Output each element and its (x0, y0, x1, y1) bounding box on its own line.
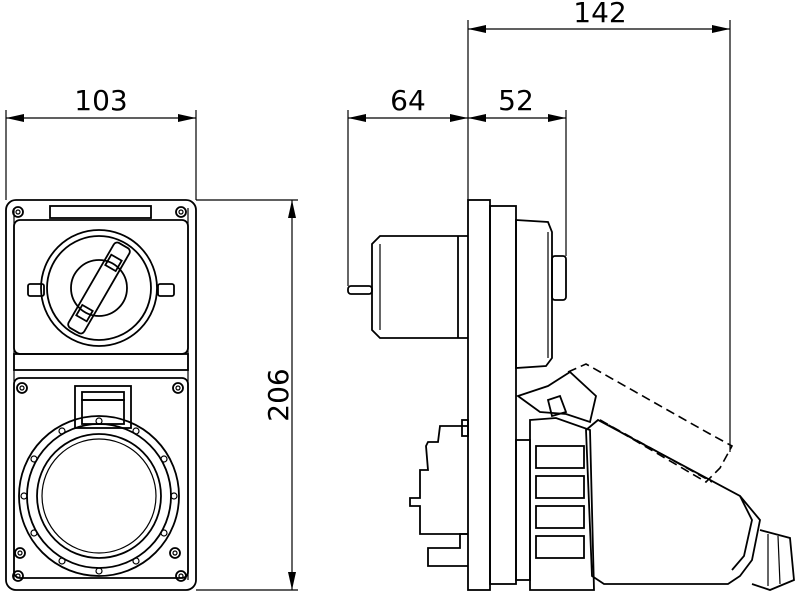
rear-bracket (409, 425, 468, 535)
socket-flange (515, 439, 531, 581)
dim-plug-length: 64 (390, 84, 426, 117)
front-view (5, 199, 197, 591)
socket-face (36, 433, 162, 559)
cable-gland (751, 529, 795, 591)
socket-lid-hinge (74, 385, 132, 429)
socket-module-frame (13, 377, 189, 579)
dim-box-depth: 52 (498, 84, 534, 117)
rotary-switch-inner (70, 259, 128, 317)
socket-lid-side (516, 370, 597, 424)
rotary-switch-outer (40, 229, 158, 347)
side-dimension-lines (347, 20, 731, 452)
switch-box-side (515, 219, 553, 369)
socket-ribs (535, 445, 585, 559)
switch-module-frame (13, 219, 189, 355)
dim-width-front: 103 (74, 84, 127, 117)
angled-plug-body (585, 418, 761, 585)
socket-outer-ring (18, 415, 180, 577)
front-dimension-lines (5, 110, 298, 591)
label-slot (49, 205, 152, 219)
plug-body-side (371, 235, 468, 339)
switch-handle (67, 241, 131, 335)
angled-plug-dashed (567, 363, 734, 484)
front-plate-outline (5, 199, 197, 591)
corner-screw-icons (12, 206, 187, 582)
side-plate (467, 199, 491, 591)
dim-total-depth: 142 (573, 0, 626, 29)
dim-height-front: 206 (262, 368, 295, 421)
plug-pin (347, 285, 373, 295)
socket-ring-dots (20, 417, 178, 575)
side-view (347, 199, 795, 591)
